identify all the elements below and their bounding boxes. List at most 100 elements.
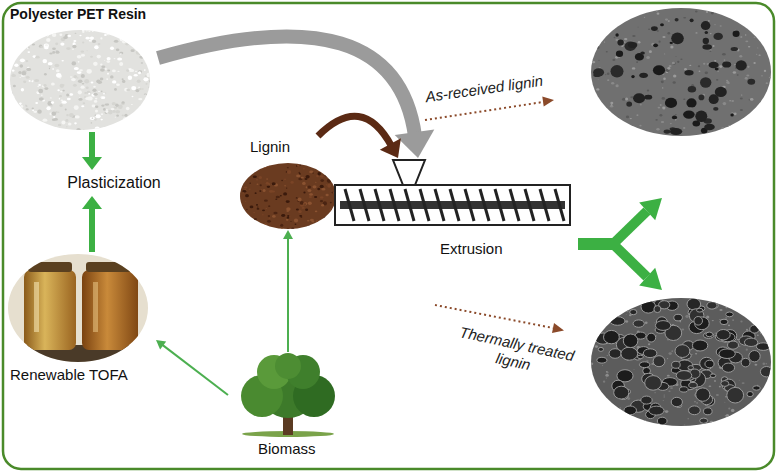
sem-speck xyxy=(671,351,673,352)
powder-grain xyxy=(105,111,108,114)
sem-speck xyxy=(712,320,714,321)
powder-grain xyxy=(144,94,147,96)
powder-grain xyxy=(143,77,148,81)
powder-grain xyxy=(87,69,92,74)
powder-grain xyxy=(114,88,117,91)
sem-speck xyxy=(688,418,689,419)
sem-speck xyxy=(681,329,684,331)
powder-grain xyxy=(313,185,317,188)
sem-speck xyxy=(670,46,673,49)
powder-grain xyxy=(307,186,311,189)
dotted-arrow xyxy=(435,305,553,328)
screw-flight xyxy=(540,189,549,221)
sem-pore xyxy=(647,333,656,342)
powder-grain xyxy=(302,182,306,185)
sem-speck xyxy=(593,89,595,91)
powder-grain xyxy=(280,195,282,196)
powder-grain xyxy=(327,184,331,188)
sem-speck xyxy=(659,114,662,117)
sem-speck xyxy=(660,104,662,106)
powder-grain xyxy=(51,105,53,107)
sem-speck xyxy=(742,382,745,384)
powder-grain xyxy=(87,91,91,94)
material-image: Lignin xyxy=(238,136,338,230)
powder-grain xyxy=(298,197,302,201)
powder-grain xyxy=(26,76,30,79)
powder-grain xyxy=(32,44,36,46)
powder-grain xyxy=(320,185,324,188)
powder-grain xyxy=(139,56,144,59)
powder-grain xyxy=(43,59,48,63)
powder-grain xyxy=(126,118,127,119)
powder-grain xyxy=(10,92,13,94)
powder-grain xyxy=(326,194,329,197)
powder-grain xyxy=(323,172,325,174)
sem-pore xyxy=(709,62,719,68)
sem-speck xyxy=(726,414,729,417)
sem-pore xyxy=(726,312,734,317)
arrow-head xyxy=(395,130,435,159)
powder-grain xyxy=(78,90,82,94)
powder-grain xyxy=(91,122,93,123)
powder-grain xyxy=(21,88,24,91)
powder-grain xyxy=(46,34,49,37)
powder-grain xyxy=(321,188,325,191)
sem-pore xyxy=(722,363,734,372)
powder-grain xyxy=(139,88,142,90)
sem-speck xyxy=(606,371,608,372)
powder-grain xyxy=(287,167,289,168)
sem-speck xyxy=(684,426,685,427)
sem-speck xyxy=(724,60,726,61)
powder-grain xyxy=(78,131,80,133)
powder-grain xyxy=(107,57,111,60)
powder-grain xyxy=(324,217,327,220)
powder-grain xyxy=(22,71,27,75)
powder-grain xyxy=(257,184,259,186)
powder-grain xyxy=(81,54,85,57)
powder-grain xyxy=(307,189,311,192)
powder-grain xyxy=(262,210,265,212)
jar-shine xyxy=(93,282,98,332)
sem-speck xyxy=(633,369,634,371)
sem-speck xyxy=(695,32,697,33)
powder-grain xyxy=(97,55,101,59)
powder-grain xyxy=(51,101,54,104)
node-label: Lignin xyxy=(250,138,290,156)
sem-speck xyxy=(638,26,639,28)
powder-grain xyxy=(122,115,124,117)
sem-pore xyxy=(716,330,730,340)
powder-grain xyxy=(286,200,290,203)
powder-grain xyxy=(286,210,289,212)
powder-grain xyxy=(263,189,266,192)
powder-grain xyxy=(320,200,323,202)
powder-grain xyxy=(19,103,22,105)
powder-grain xyxy=(320,196,323,198)
powder-grain xyxy=(327,179,331,183)
powder-grain xyxy=(112,70,116,73)
sem-speck xyxy=(747,66,749,68)
sem-speck xyxy=(611,82,614,85)
powder-grain xyxy=(139,53,141,54)
powder-grain xyxy=(106,33,110,35)
sem-pore xyxy=(707,302,717,309)
sem-speck xyxy=(598,79,599,81)
powder-grain xyxy=(60,91,62,93)
sem-speck xyxy=(605,74,606,75)
sem-texture xyxy=(589,10,771,138)
sem-speck xyxy=(760,101,762,102)
powder-grain xyxy=(142,88,144,89)
sem-pore xyxy=(617,39,623,45)
powder-grain xyxy=(70,94,72,95)
sem-speck xyxy=(755,364,758,366)
powder-grain xyxy=(85,29,88,31)
sem-pore xyxy=(719,349,735,359)
powder-grain xyxy=(307,220,310,222)
powder-grain xyxy=(66,126,68,127)
arrow-head xyxy=(639,198,662,220)
sem-speck xyxy=(719,309,722,311)
powder-grain xyxy=(284,179,286,181)
sem-speck xyxy=(696,402,698,403)
sem-pore xyxy=(639,73,648,78)
sem-pore xyxy=(664,130,671,134)
powder-grain xyxy=(96,114,101,118)
